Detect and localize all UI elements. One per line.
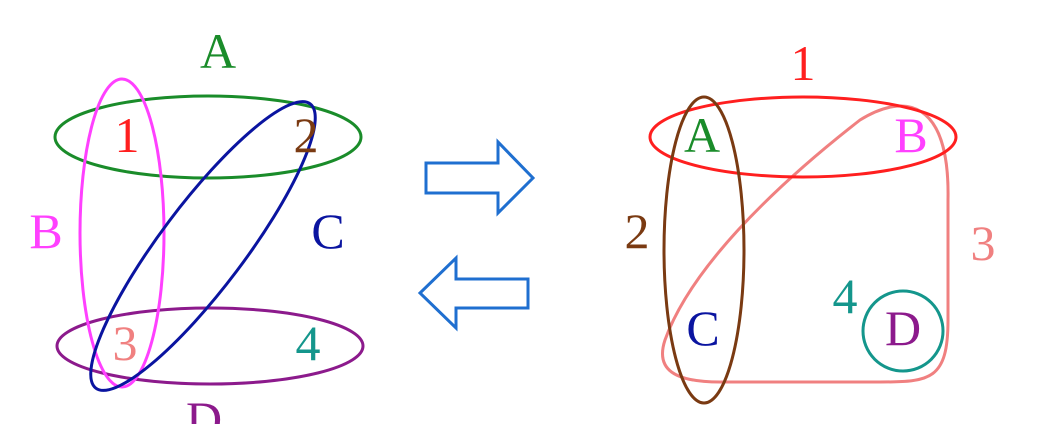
left-edge-b-ellipse bbox=[78, 77, 166, 389]
right-edge-4-circle bbox=[861, 289, 945, 373]
left-edge-label-c: C bbox=[311, 203, 344, 259]
left-vertex-label-4: 4 bbox=[296, 315, 321, 371]
right-edge-label-2: 2 bbox=[625, 203, 650, 259]
right-edge-2-ellipse bbox=[662, 95, 746, 405]
right-edge-label-4: 4 bbox=[833, 268, 858, 324]
left-vertex-label-3: 3 bbox=[113, 315, 138, 371]
left-edge-a-ellipse bbox=[53, 94, 363, 180]
right-vertex-label-a: A bbox=[684, 107, 720, 163]
left-edge-label-d: D bbox=[186, 391, 222, 424]
left-vertex-label-2: 2 bbox=[294, 107, 319, 163]
right-hypergraph: 1 2 3 4 A B C D bbox=[625, 35, 996, 405]
right-vertex-label-c: C bbox=[686, 300, 719, 356]
left-edge-label-a: A bbox=[200, 23, 236, 79]
right-edge-label-1: 1 bbox=[791, 35, 816, 91]
left-edge-d-ellipse bbox=[55, 306, 365, 386]
left-edge-c-ellipse bbox=[89, 100, 317, 392]
forward-arrow-icon bbox=[424, 138, 536, 217]
left-vertex-label-1: 1 bbox=[115, 107, 140, 163]
right-vertex-label-b: B bbox=[894, 107, 927, 163]
right-edge-3-loop bbox=[661, 104, 950, 384]
left-edge-label-b: B bbox=[29, 203, 62, 259]
right-vertex-label-d: D bbox=[885, 300, 921, 356]
backward-arrow-icon bbox=[417, 254, 530, 332]
right-edge-1-ellipse bbox=[648, 95, 958, 179]
left-hypergraph: A B C D 1 2 3 4 bbox=[29, 23, 365, 429]
right-edge-label-3: 3 bbox=[971, 215, 996, 271]
transform-arrows bbox=[417, 138, 536, 332]
